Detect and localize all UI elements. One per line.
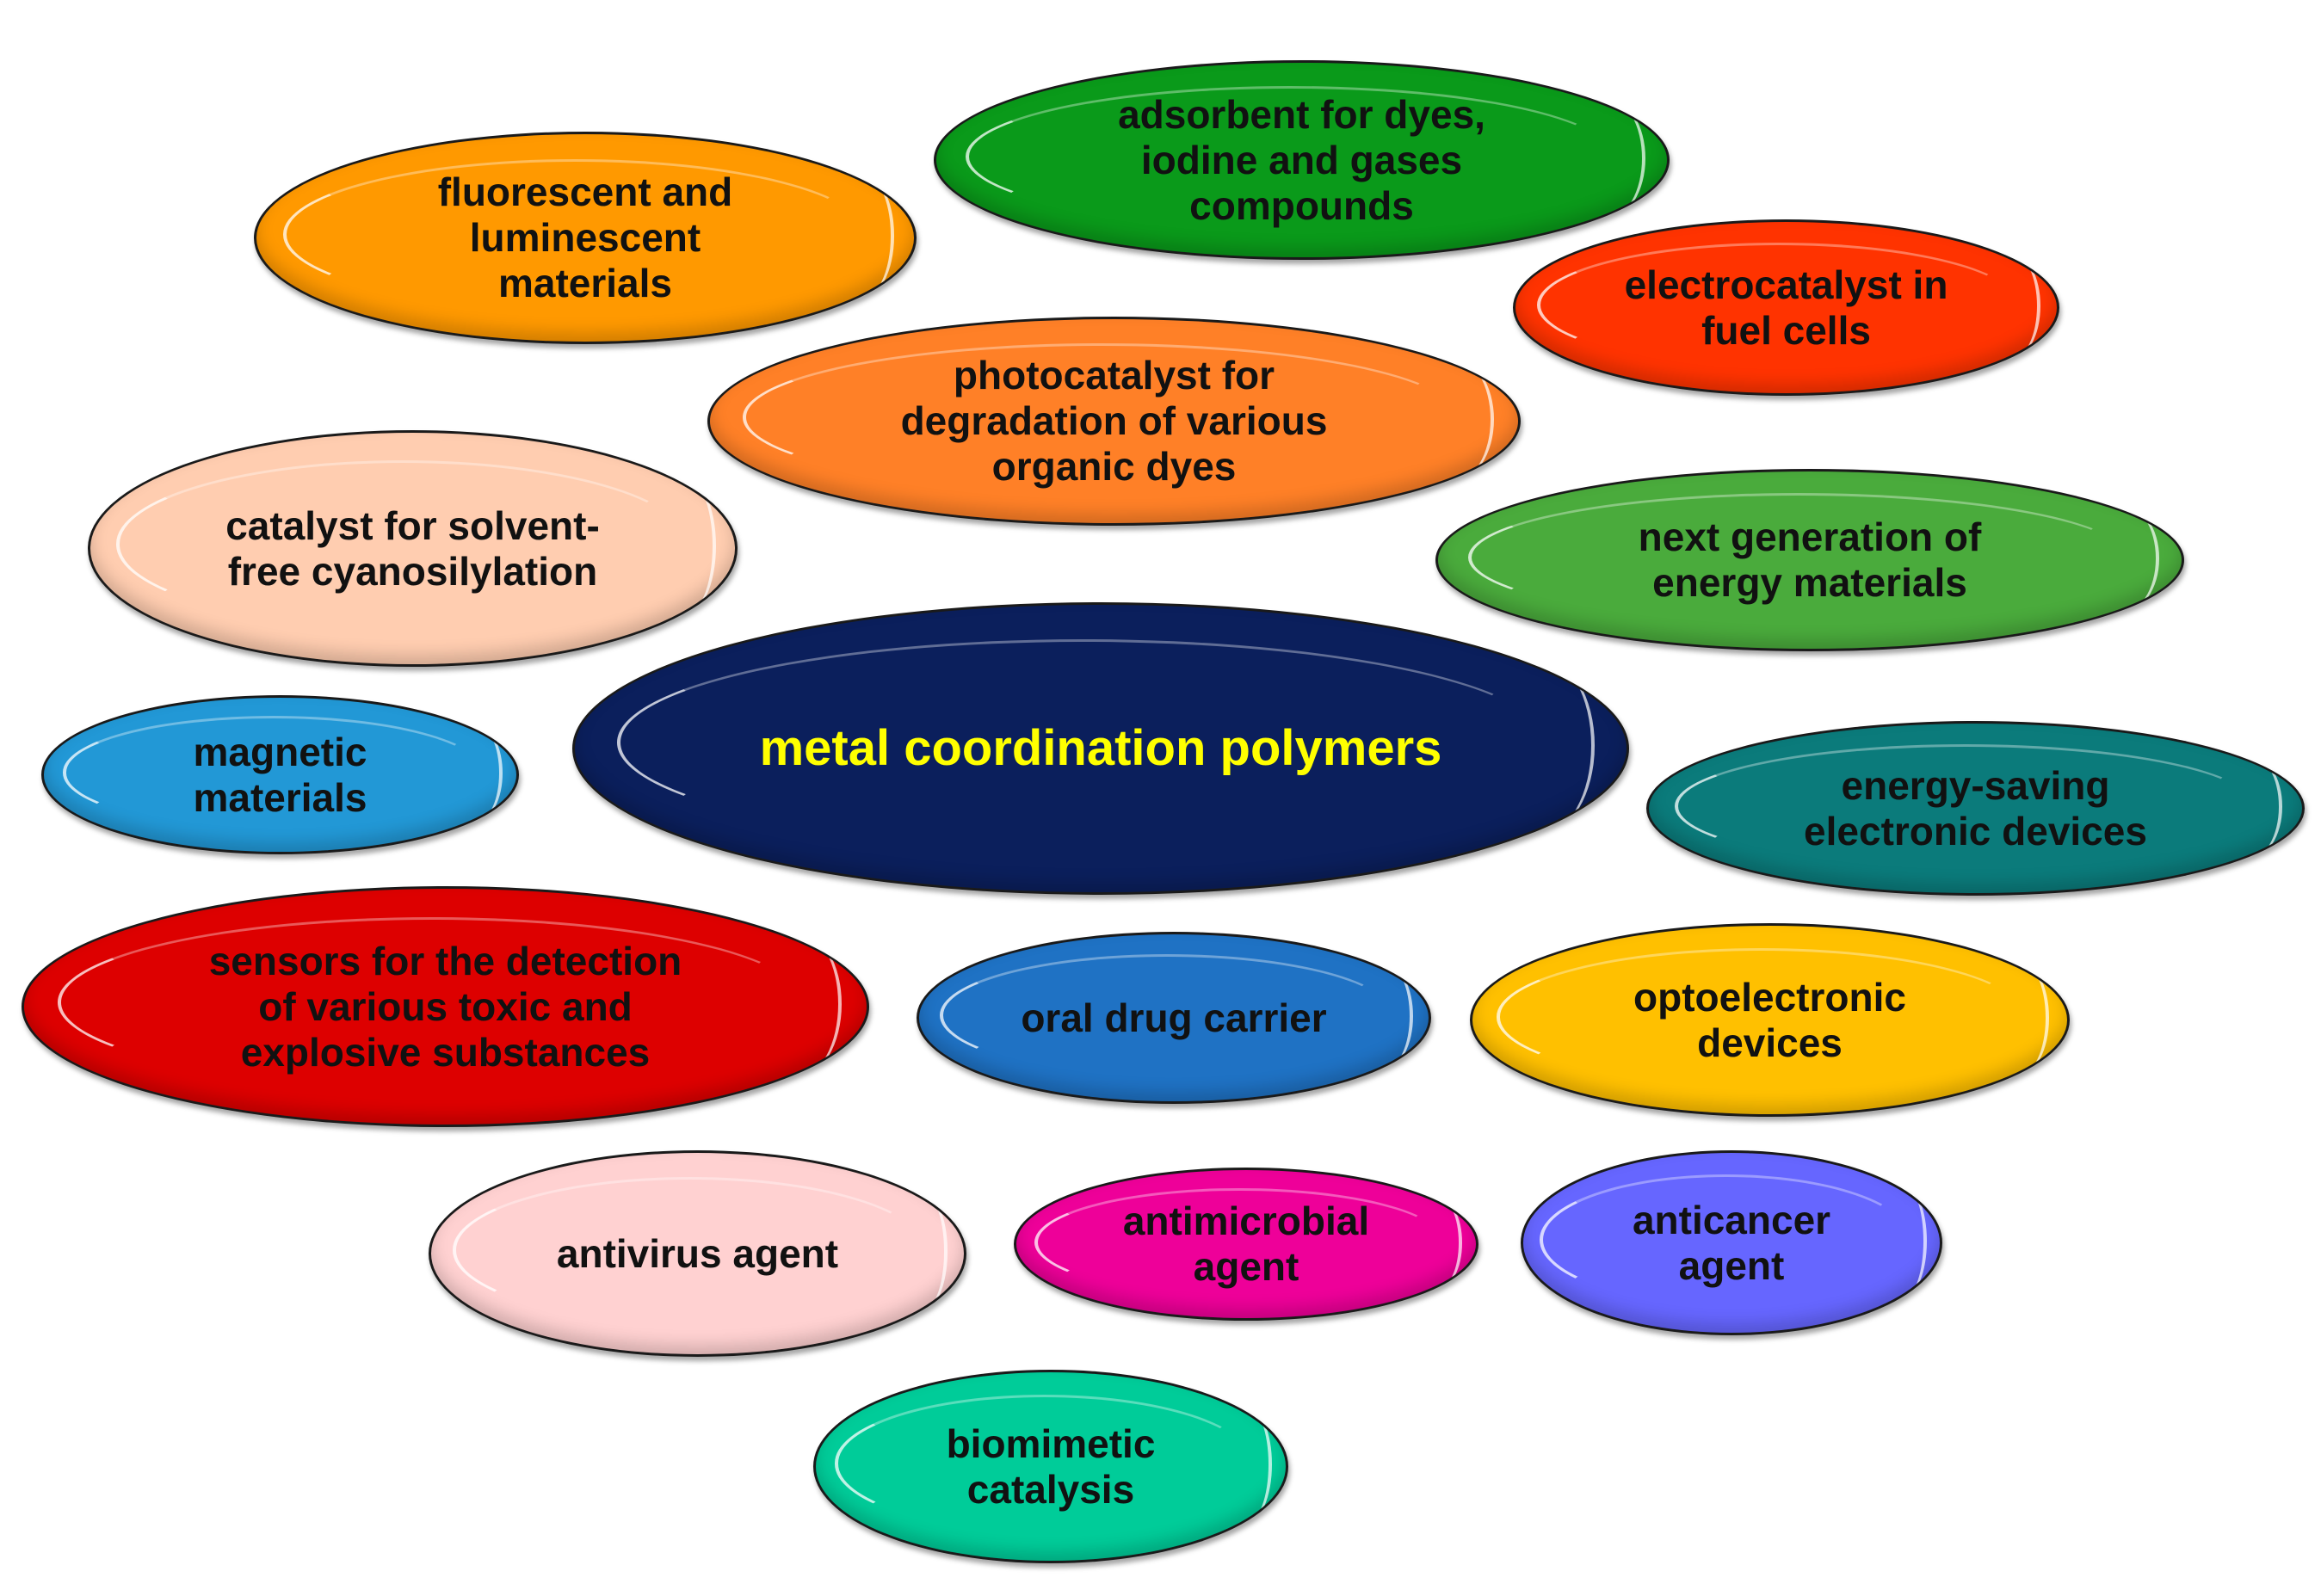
- bubble-label-cyanosilylation: catalyst for solvent- free cyanosilylati…: [225, 502, 600, 594]
- bubble-label-electrocatalyst: electrocatalyst in fuel cells: [1624, 262, 1948, 353]
- bubble-label-photocatalyst: photocatalyst for degradation of various…: [900, 353, 1328, 489]
- bubble-anticancer: anticancer agent: [1521, 1150, 1942, 1335]
- bubble-adsorbent: adsorbent for dyes, iodine and gases com…: [934, 60, 1670, 260]
- bubble-sensors: sensors for the detection of various tox…: [22, 886, 869, 1127]
- center-bubble: metal coordination polymers: [572, 602, 1629, 895]
- bubble-label-antivirus: antivirus agent: [556, 1230, 839, 1276]
- bubble-cyanosilylation: catalyst for solvent- free cyanosilylati…: [88, 430, 738, 667]
- bubble-fluorescent: fluorescent and luminescent materials: [254, 132, 917, 344]
- bubble-energy-materials: next generation of energy materials: [1435, 469, 2184, 651]
- bubble-label-fluorescent: fluorescent and luminescent materials: [437, 169, 733, 305]
- bubble-label-anticancer: anticancer agent: [1632, 1197, 1831, 1288]
- bubble-antimicrobial: antimicrobial agent: [1014, 1168, 1478, 1321]
- center-label: metal coordination polymers: [759, 720, 1442, 776]
- bubble-photocatalyst: photocatalyst for degradation of various…: [707, 317, 1521, 526]
- bubble-magnetic: magnetic materials: [41, 695, 519, 854]
- bubble-oral-drug: oral drug carrier: [917, 932, 1431, 1104]
- bubble-label-electronic-devices: energy-saving electronic devices: [1804, 762, 2147, 853]
- bubble-label-adsorbent: adsorbent for dyes, iodine and gases com…: [1118, 91, 1485, 228]
- bubble-biomimetic: biomimetic catalysis: [813, 1370, 1288, 1563]
- bubble-optoelectronic: optoelectronic devices: [1470, 923, 2070, 1117]
- bubble-label-oral-drug: oral drug carrier: [1021, 995, 1327, 1040]
- bubble-label-magnetic: magnetic materials: [193, 729, 367, 820]
- bubble-label-sensors: sensors for the detection of various tox…: [208, 938, 682, 1075]
- bubble-electrocatalyst: electrocatalyst in fuel cells: [1513, 219, 2059, 396]
- bubble-electronic-devices: energy-saving electronic devices: [1646, 721, 2305, 896]
- bubble-label-optoelectronic: optoelectronic devices: [1633, 974, 1906, 1065]
- bubble-antivirus: antivirus agent: [429, 1150, 966, 1357]
- bubble-label-biomimetic: biomimetic catalysis: [946, 1420, 1156, 1512]
- bubble-label-antimicrobial: antimicrobial agent: [1122, 1199, 1370, 1289]
- bubble-label-energy-materials: next generation of energy materials: [1638, 515, 1982, 605]
